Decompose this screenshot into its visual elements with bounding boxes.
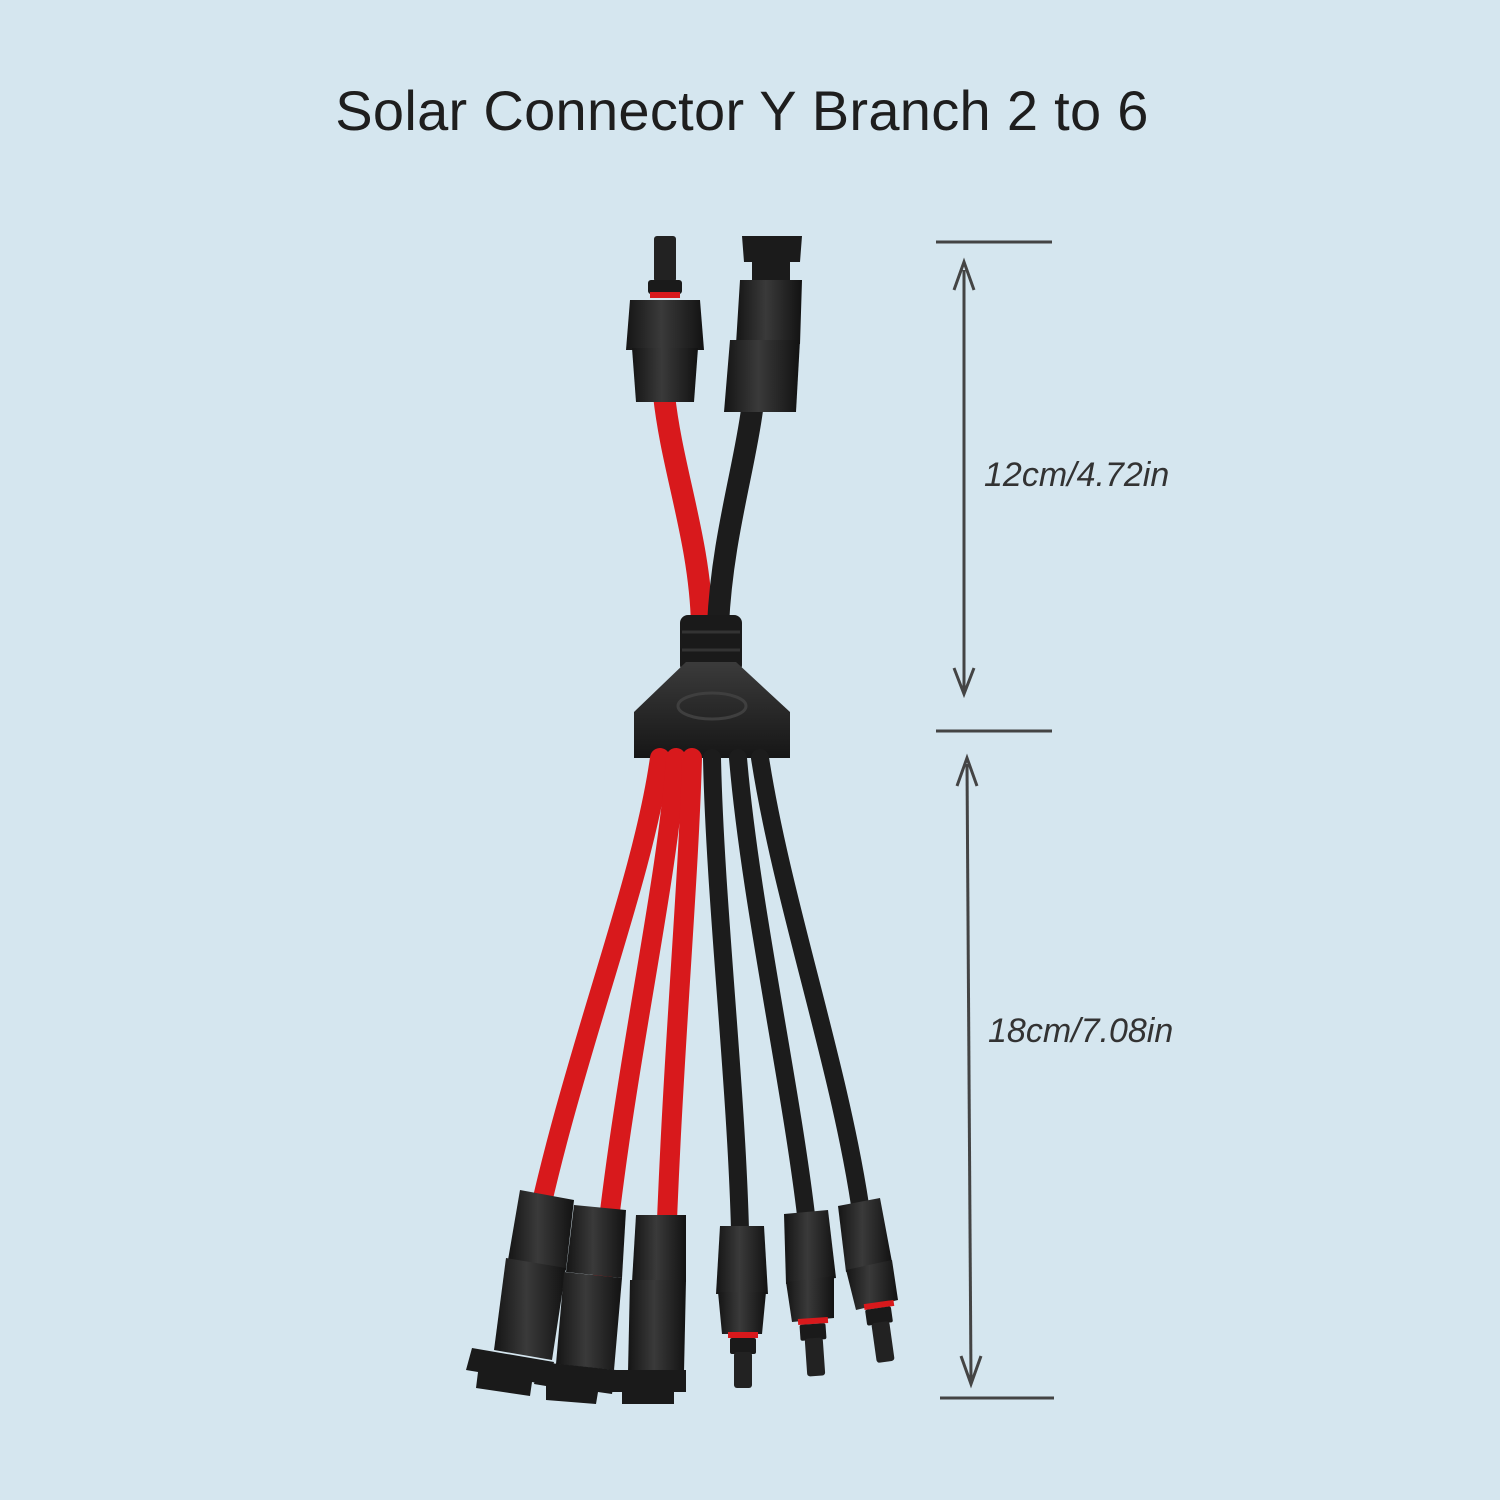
upper-female-connector: [724, 236, 802, 412]
lower-black-cable-3: [751, 749, 869, 1214]
lower-male-connector-3: [838, 1198, 898, 1363]
lower-female-connector-2: [534, 1205, 626, 1404]
lower-female-connector-3: [610, 1215, 686, 1404]
upper-male-connector: [626, 236, 704, 402]
lower-male-connector-2: [784, 1210, 836, 1377]
lower-female-connector-1: [466, 1190, 574, 1396]
y-branch-hub: [634, 615, 790, 758]
upper-cables: [653, 384, 763, 636]
upper-red-cable: [653, 384, 713, 636]
lower-length-label: 18cm/7.08in: [988, 1012, 1174, 1050]
lower-black-cable-2: [729, 749, 815, 1224]
lower-dimension-arrow: [965, 763, 973, 1381]
page-title: Solar Connector Y Branch 2 to 6: [335, 79, 1149, 142]
dimension-markers: [936, 240, 1054, 1400]
upper-black-cable: [707, 399, 763, 636]
lower-black-cable-1: [703, 749, 749, 1239]
upper-length-label: 12cm/4.72in: [984, 456, 1170, 494]
lower-male-connector-1: [716, 1226, 768, 1388]
